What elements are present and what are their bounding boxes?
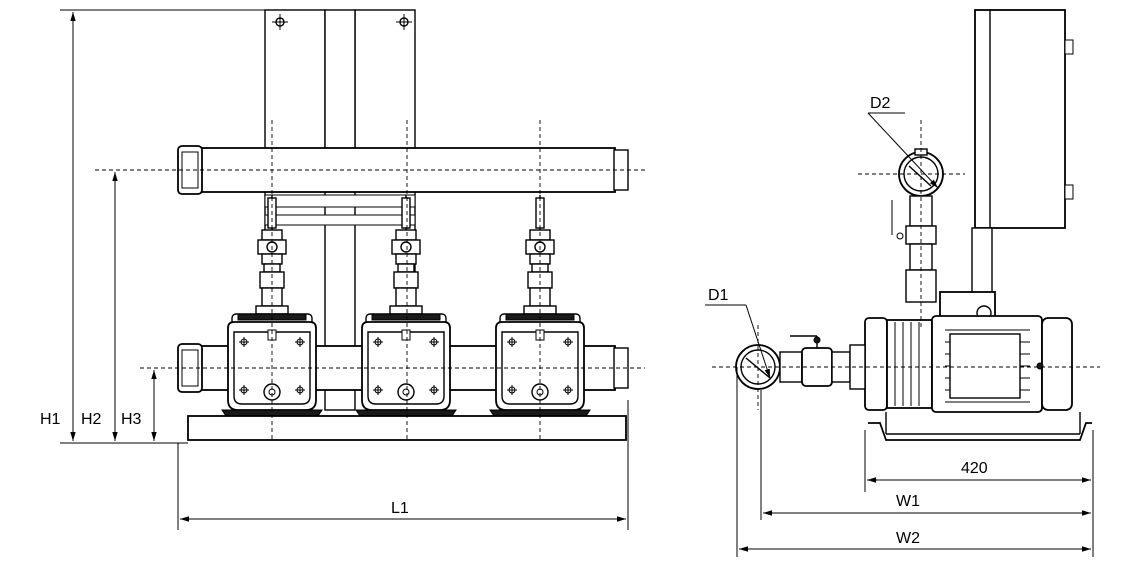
dim-label-l1: L1: [391, 500, 409, 517]
dim-label-h3: H3: [121, 411, 142, 428]
mounting-bolt-icon: [396, 14, 412, 30]
frame-panel-right: [354, 9, 416, 151]
dim-label-w1: W1: [896, 493, 920, 510]
front-view: H1 H2 H3 L1: [40, 9, 645, 530]
pump-unit: [355, 194, 457, 417]
dim-label-d2: D2: [870, 95, 891, 112]
dim-label-d1: D1: [708, 287, 729, 304]
mounting-bolt-icon: [272, 14, 288, 30]
control-cabinet: [974, 9, 1066, 229]
pump-group: [221, 194, 591, 417]
dim-label-base-width: 420: [961, 460, 988, 477]
pump-base: [868, 422, 1092, 441]
pump-motor: [864, 291, 1073, 413]
dim-label-h1: H1: [40, 411, 61, 428]
side-view: D1 D2 420 W1 W2: [705, 9, 1100, 557]
dim-label-w2: W2: [896, 530, 920, 547]
frame-panel-left: [264, 9, 326, 151]
dim-label-h2: H2: [81, 411, 102, 428]
